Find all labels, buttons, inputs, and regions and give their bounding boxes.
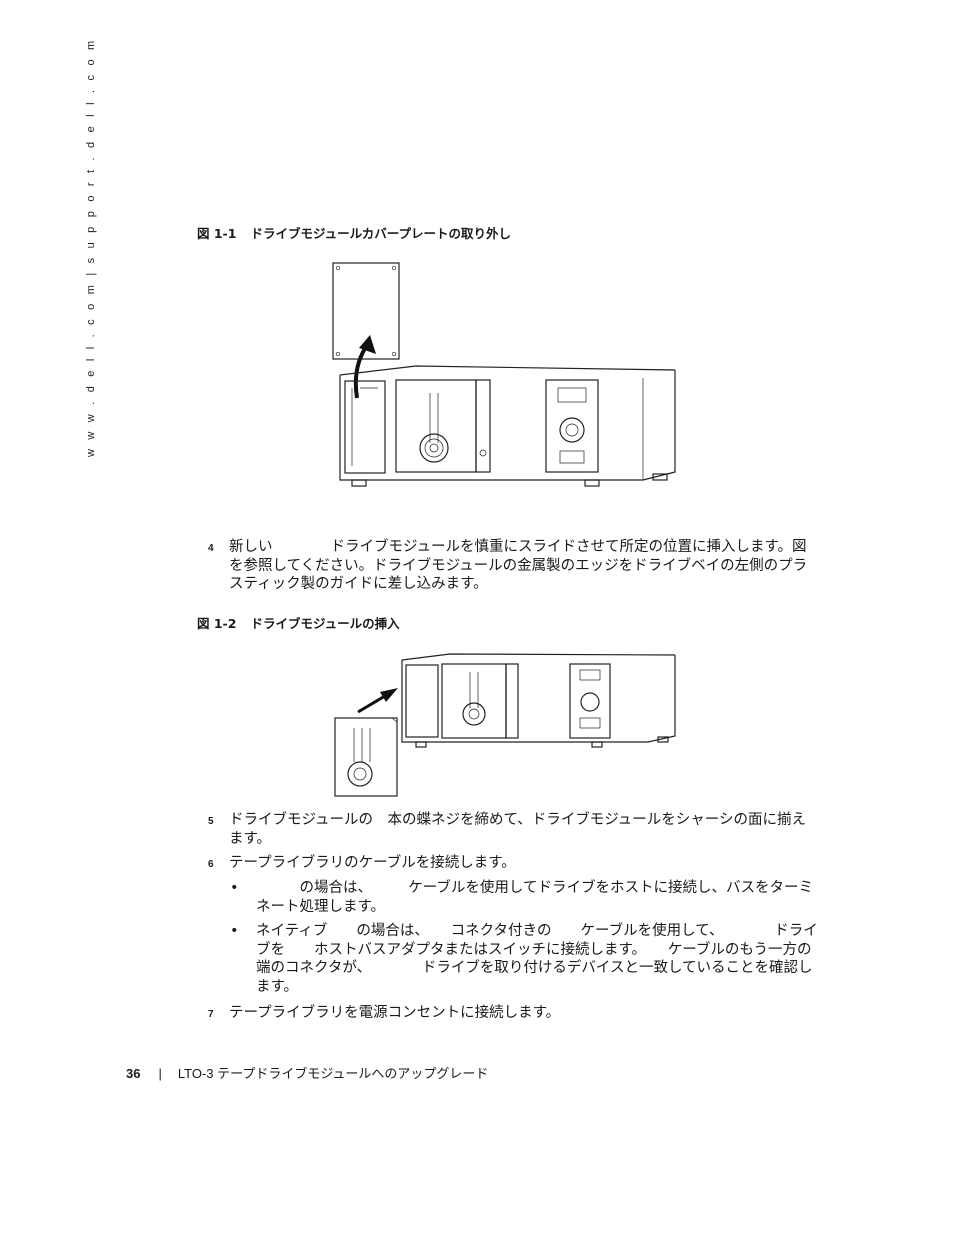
library-chassis — [339, 365, 676, 487]
step-number: 5 — [208, 816, 214, 827]
side-url: w w w . d e l l . c o m | s u p p o r t … — [85, 37, 97, 457]
step-6: 6 テープライブラリのケーブルを接続します。 — [208, 854, 818, 873]
step-number: 4 — [208, 543, 214, 554]
drive-module — [334, 717, 398, 797]
insert-arrow-icon — [357, 688, 398, 714]
figure1-number: 図 1-1 — [197, 226, 237, 241]
step-text: 新しい ドライブモジュールを慎重にスライドさせて所定の位置に挿入します。図 を参… — [229, 539, 836, 593]
step-number: 6 — [208, 859, 214, 870]
figure2-caption: 図 1-2 ドライブモジュールの挿入 — [197, 613, 400, 632]
step-text: テープライブラリのケーブルを接続します。 — [229, 855, 516, 871]
cover-plate — [332, 262, 400, 360]
bullet-item: • ネイティブ の場合は、 コネクタ付きの ケーブルを使用して、 ドライブを ホ… — [230, 922, 820, 996]
figure2-number: 図 1-2 — [197, 616, 237, 631]
figure1-title: ドライブモジュールカバープレートの取り外し — [250, 226, 511, 241]
page-footer: 36 | LTO-3 テープドライブモジュールへのアップグレード — [126, 1063, 488, 1082]
step-text: ドライブモジュールの 本の蝶ネジを締めて、ドライブモジュールをシャーシの面に揃え… — [229, 812, 806, 847]
bullet-mark: • — [230, 880, 239, 896]
step-text: テープライブラリを電源コンセントに接続します。 — [229, 1005, 561, 1021]
step-5: 5 ドライブモジュールの 本の蝶ネジを締めて、ドライブモジュールをシャーシの面に… — [208, 811, 818, 848]
bullet-text: の場合は、 ケーブルを使用してドライブをホストに接続し、バスをターミネート処理し… — [256, 880, 813, 915]
step-4: 4 新しい ドライブモジュールを慎重にスライドさせて所定の位置に挿入します。図 … — [208, 538, 836, 594]
step-7: 7 テープライブラリを電源コンセントに接続します。 — [208, 1004, 818, 1023]
figure1-illustration — [332, 262, 676, 487]
footer-title: LTO-3 テープドライブモジュールへのアップグレード — [177, 1066, 489, 1081]
bullet-text: ネイティブ の場合は、 コネクタ付きの ケーブルを使用して、 ドライブを ホスト… — [256, 923, 818, 995]
footer-separator: | — [158, 1066, 162, 1081]
figure1-caption: 図 1-1 ドライブモジュールカバープレートの取り外し — [197, 223, 511, 242]
figure2-illustration — [334, 653, 676, 797]
bullet-item: • の場合は、 ケーブルを使用してドライブをホストに接続し、バスをターミネート処… — [230, 879, 820, 916]
step-number: 7 — [208, 1009, 214, 1020]
page-number: 36 — [126, 1066, 141, 1081]
bullet-mark: • — [230, 923, 239, 939]
removal-arrow-icon — [353, 335, 376, 399]
library-chassis — [401, 653, 676, 748]
figure2-title: ドライブモジュールの挿入 — [250, 616, 400, 631]
